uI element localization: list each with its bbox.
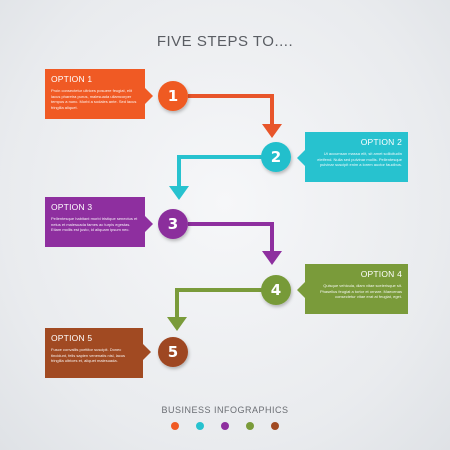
pointer-5 — [143, 344, 151, 360]
option-text-4: Quisque vehicula, diam vitae scelerisque… — [319, 283, 402, 300]
pointer-1 — [145, 88, 153, 104]
option-box-3: OPTION 3 Pellentesque habitant morbi tri… — [45, 197, 145, 247]
step-circle-1 — [158, 81, 188, 111]
option-heading-5: OPTION 5 — [51, 333, 93, 343]
step-number-5: 5 — [167, 343, 179, 361]
pointer-3 — [145, 216, 153, 232]
arrow-2-3 — [169, 186, 189, 200]
step-circle-2 — [261, 142, 291, 172]
color-dot-4 — [246, 422, 254, 430]
color-dot-2 — [196, 422, 204, 430]
step-circle-3 — [158, 209, 188, 239]
step-number-4: 4 — [270, 281, 282, 299]
pointer-4 — [297, 282, 305, 298]
connector-4-5 — [175, 288, 262, 321]
color-dot-5 — [271, 422, 279, 430]
arrow-3-4 — [262, 251, 282, 265]
connector-1-2 — [188, 94, 274, 128]
step-number-3: 3 — [167, 215, 179, 233]
step-circle-5 — [158, 337, 188, 367]
step-circle-4 — [261, 275, 291, 305]
arrow-1-2 — [262, 124, 282, 138]
pointer-2 — [297, 150, 305, 166]
option-box-1: OPTION 1 Proin consectetur ultrices posu… — [45, 69, 145, 119]
color-dot-1 — [171, 422, 179, 430]
footer-label: BUSINESS INFOGRAPHICS — [161, 405, 289, 415]
step-number-1: 1 — [167, 87, 179, 105]
color-dot-3 — [221, 422, 229, 430]
connector-3-4 — [188, 222, 274, 255]
option-text-3: Pellentesque habitant morbi tristique se… — [51, 216, 138, 233]
arrow-4-5 — [167, 317, 187, 331]
step-number-2: 2 — [270, 148, 282, 166]
option-text-5: Fusce convallis porttitor suscipit. Done… — [51, 347, 126, 364]
option-text-2: Ut accumsan massa elit, sit amet sollici… — [317, 151, 402, 168]
option-heading-4: OPTION 4 — [360, 269, 402, 279]
option-heading-2: OPTION 2 — [360, 137, 402, 147]
option-box-5: OPTION 5 Fusce convallis porttitor susci… — [45, 328, 143, 378]
option-heading-3: OPTION 3 — [51, 202, 93, 212]
option-box-4: OPTION 4 Quisque vehicula, diam vitae sc… — [305, 264, 408, 314]
option-box-2: OPTION 2 Ut accumsan massa elit, sit ame… — [305, 132, 408, 182]
connector-2-3 — [177, 155, 262, 190]
option-text-1: Proin consectetur ultrices posuere feugi… — [51, 88, 137, 110]
page-title: FIVE STEPS TO.... — [156, 33, 294, 50]
option-heading-1: OPTION 1 — [51, 74, 93, 84]
